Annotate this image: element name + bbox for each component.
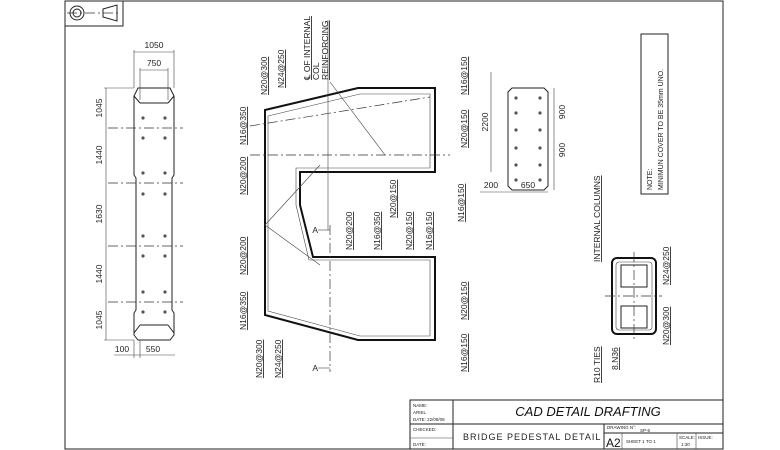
third-angle-projection-icon: [67, 4, 120, 22]
internal-columns-title: INTERNAL COLUMNS: [592, 175, 602, 262]
rebar-label: N20@150: [404, 211, 414, 250]
rebar-label: R10 TIES: [592, 346, 602, 383]
rebar-label: N16@150: [456, 183, 466, 222]
dim-side: 1440: [94, 145, 104, 164]
dim-1050: 1050: [145, 40, 164, 50]
dim-2200: 2200: [480, 112, 490, 131]
dim-100: 100: [115, 344, 129, 354]
rebar-label: N20@150: [459, 281, 469, 320]
dim-200: 200: [484, 180, 498, 190]
scale-value: 1:30: [681, 442, 690, 447]
name-value: ARIEL: [413, 410, 427, 415]
rebar-label: N16@350: [372, 211, 382, 250]
checked-label: CHECKED:: [413, 427, 436, 432]
company-name: CAD DETAIL DRAFTING: [515, 404, 660, 419]
name-label: NAME:: [413, 403, 427, 408]
date2-label: DATE:: [413, 442, 426, 447]
drawing-frame: [64, 0, 724, 450]
rebar-label: N20@200: [238, 236, 248, 275]
drawing-title: BRIDGE PEDESTAL DETAIL: [463, 432, 601, 442]
pedestal-plan: 2200 900 900 200 650: [480, 72, 567, 193]
rebar-label: N24@250: [661, 246, 671, 285]
rebar-label: N16@150: [459, 56, 469, 95]
dim-550: 550: [146, 344, 160, 354]
rebar-label: N20@300: [254, 339, 264, 378]
date-label: DATE: 22/08/08: [413, 417, 445, 422]
rebar-label: N24@250: [273, 339, 283, 378]
note-box: NOTE: MINIMUN COVER TO BE 35mm UNO.: [640, 33, 669, 195]
dim-650: 650: [521, 180, 535, 190]
sheet-size: A2: [606, 436, 621, 450]
rebar-label: N20@200: [344, 211, 354, 250]
section-marker-a: A: [312, 225, 318, 235]
title-block: NAME: ARIEL DATE: 22/08/08 CHECKED: DATE…: [409, 399, 724, 450]
projection-symbol-box: [64, 0, 124, 27]
pedestal-elevation: 1050 750 1045 1440 1630 1440 1045 100 55…: [94, 40, 183, 358]
rebar-label: N16@350: [238, 291, 248, 330]
pedestal-section: A A ℄ OF INTERNAL COL REINFORCING N20@30…: [238, 16, 469, 378]
rebar-label: N20@150: [459, 109, 469, 148]
rebar-label: N20@300: [259, 56, 269, 95]
centerline-note: REINFORCING: [320, 21, 330, 81]
rebar-label: N20@200: [238, 156, 248, 195]
sheet-number: SHEET 1 TO 1: [626, 439, 656, 444]
note-text: MINIMUN COVER TO BE 35mm UNO.: [658, 69, 665, 190]
rebar-label: N20@150: [388, 179, 398, 218]
internal-columns-section: INTERNAL COLUMNS N24@250 N20@300 R10 TIE…: [592, 175, 671, 383]
drawing-no-label: DRAWING N°:: [607, 425, 636, 430]
dim-side: 1630: [94, 204, 104, 223]
rebar-label: N16@150: [424, 211, 434, 250]
rebar-label: N24@250: [276, 49, 286, 88]
centerline-note: ℄ OF INTERNAL: [302, 16, 312, 81]
issue-label: ISSUE:: [698, 435, 713, 440]
section-marker-a: A: [312, 363, 318, 373]
dim-side: 1045: [94, 98, 104, 117]
scale-label: SCALE:: [679, 435, 695, 440]
dim-900: 900: [557, 143, 567, 157]
rebar-label: N16@350: [238, 106, 248, 145]
note-heading: NOTE:: [647, 169, 654, 190]
dim-side: 1440: [94, 264, 104, 283]
rebar-label: 8.N36: [610, 347, 620, 370]
drawing-no: SP-5: [640, 428, 651, 433]
rebar-label: N20@300: [661, 306, 671, 345]
dim-750: 750: [147, 58, 161, 68]
centerline-note: COL: [311, 62, 321, 80]
dim-900: 900: [557, 105, 567, 119]
dim-side: 1045: [94, 310, 104, 329]
rebar-label: N16@150: [459, 333, 469, 372]
